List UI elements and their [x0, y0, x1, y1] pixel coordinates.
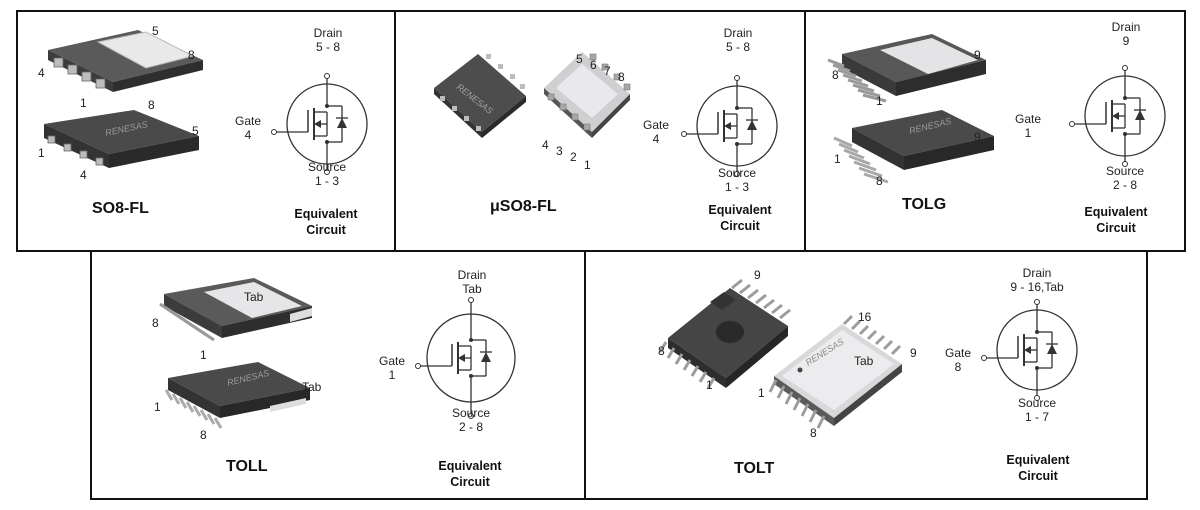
so8-fl-top-pin-5: 5 [152, 24, 159, 38]
uso8-fl-package-name: μSO8-FL [490, 198, 557, 215]
toll-drain-pins: Tab [462, 282, 482, 296]
so8-fl-source-pins: 1 - 3 [314, 174, 339, 188]
toll-bottom-pin-8: 8 [200, 428, 207, 442]
tolt-left-chip-image [658, 278, 791, 389]
uso8-fl-gate-pins: 4 [652, 132, 660, 146]
tolt-right-pin-1: 1 [758, 386, 765, 400]
tolg-gate-pins: 1 [1024, 126, 1032, 140]
uso8-fl-bottom-chip-image [544, 52, 631, 138]
so8-fl-drain-pins: 5 - 8 [315, 40, 340, 54]
so8-fl-mosfet-symbol [271, 73, 368, 175]
tolt-right-tab-label: Tab [854, 354, 874, 368]
tolt-left-pin-1: 1 [706, 378, 713, 392]
tolt-drain-label: Drain [1022, 266, 1052, 280]
panel-uso8-fl: RENESAS 5 6 7 8 4 3 2 1 μSO8-FL [394, 10, 806, 252]
toll-bottom-chip-image: RENESAS [164, 362, 310, 429]
so8-fl-gate-pins: 4 [244, 128, 252, 142]
tolt-right-pin-9: 9 [910, 346, 917, 360]
tolg-bottom-chip-image: RENESAS [833, 110, 994, 184]
tolg-source-label: Source [1105, 164, 1145, 178]
tolt-left-pin-8: 8 [658, 344, 665, 358]
so8-fl-bottom-pin-5: 5 [192, 124, 199, 138]
tolt-gate-label: Gate [944, 346, 971, 360]
uso8-fl-gate-label: Gate [642, 118, 669, 132]
tolg-drain-label: Drain [1111, 20, 1141, 34]
tolg-mosfet-symbol [1069, 65, 1166, 167]
tolt-right-pin-16: 16 [858, 310, 872, 324]
panel-tolt: 9 8 1 RENESAS 16 9 Tab 1 8 TOLT [584, 250, 1148, 500]
uso8-fl-pin-6: 6 [590, 58, 597, 72]
so8-fl-bottom-pin-8: 8 [148, 98, 155, 112]
so8-fl-gate-label: Gate [234, 114, 261, 128]
tolg-top-chip-image [827, 34, 986, 103]
so8-fl-package-name: SO8-FL [92, 200, 149, 217]
tolt-left-pin-9: 9 [754, 268, 761, 282]
so8-fl-top-chip-image [48, 30, 203, 92]
tolt-package-name: TOLT [734, 460, 775, 477]
tolt-source-label: Source [1017, 396, 1057, 410]
uso8-fl-mosfet-symbol [681, 75, 778, 177]
uso8-fl-drain-pins: 5 - 8 [725, 40, 750, 54]
toll-source-pins: 2 - 8 [458, 420, 483, 434]
so8-fl-bottom-pin-1: 1 [38, 146, 45, 160]
tolg-source-pins: 2 - 8 [1112, 178, 1137, 192]
tolt-right-chip-image: RENESAS [768, 314, 902, 429]
tolt-source-pins: 1 - 7 [1024, 410, 1049, 424]
toll-source-label: Source [451, 406, 491, 420]
toll-top-pin-1: 1 [200, 348, 207, 362]
toll-bottom-pin-1: 1 [154, 400, 161, 414]
tolt-mosfet-symbol [981, 299, 1078, 401]
toll-gate-pins: 1 [388, 368, 396, 382]
toll-bottom-tab-label: Tab [302, 380, 322, 394]
uso8-fl-pin-1: 1 [584, 158, 591, 172]
tolg-top-pin-9: 9 [974, 48, 981, 62]
uso8-fl-pin-5: 5 [576, 52, 583, 66]
toll-drain-label: Drain [457, 268, 487, 282]
tolg-bottom-pin-8: 8 [876, 174, 883, 188]
toll-top-tab-label: Tab [244, 290, 264, 304]
uso8-fl-source-label: Source [717, 166, 757, 180]
toll-top-chip-image [159, 278, 312, 342]
tolg-bottom-pin-1: 1 [834, 152, 841, 166]
panel-toll: Tab 8 1 RENESAS Tab 1 8 TOLL [90, 250, 586, 500]
tolg-gate-label: Gate [1014, 112, 1041, 126]
so8-fl-bottom-chip-image: RENESAS [44, 110, 199, 168]
so8-fl-drain-label: Drain [313, 26, 343, 40]
so8-fl-top-pin-8: 8 [188, 48, 195, 62]
tolg-top-pin-1: 1 [876, 94, 883, 108]
tolt-right-pin-8: 8 [810, 426, 817, 440]
uso8-fl-pin-7: 7 [604, 64, 611, 78]
tolg-package-name: TOLG [902, 196, 947, 213]
so8-fl-source-label: Source [307, 160, 347, 174]
so8-fl-top-pin-1: 1 [80, 96, 87, 110]
so8-fl-bottom-pin-4: 4 [80, 168, 87, 182]
uso8-fl-pin-4: 4 [542, 138, 549, 152]
panel-so8-fl: 5 8 4 1 RENESAS 8 5 1 4 SO8-FL [16, 10, 396, 252]
tolt-gate-pins: 8 [954, 360, 962, 374]
panel-tolg: 9 8 1 RENESAS 9 1 8 TOLG [804, 10, 1186, 252]
toll-top-pin-8: 8 [152, 316, 159, 330]
tolg-top-pin-8: 8 [832, 68, 839, 82]
so8-fl-top-pin-4: 4 [38, 66, 45, 80]
uso8-fl-pin-8: 8 [618, 70, 625, 84]
uso8-fl-pin-2: 2 [570, 150, 577, 164]
uso8-fl-drain-label: Drain [723, 26, 753, 40]
uso8-fl-source-pins: 1 - 3 [724, 180, 749, 194]
toll-package-name: TOLL [226, 458, 268, 475]
tolg-drain-pins: 9 [1122, 34, 1130, 48]
uso8-fl-pin-3: 3 [556, 144, 563, 158]
toll-mosfet-symbol [415, 297, 516, 419]
tolg-bottom-pin-9: 9 [974, 130, 981, 144]
tolt-drain-pins: 9 - 16,Tab [1010, 280, 1064, 294]
toll-gate-label: Gate [378, 354, 405, 368]
uso8-fl-top-chip-image: RENESAS [434, 54, 526, 138]
